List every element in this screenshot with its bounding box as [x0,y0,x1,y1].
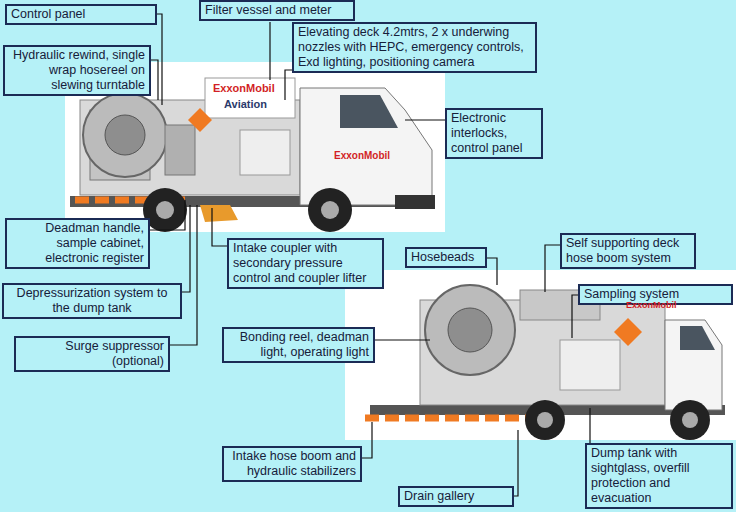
brand-label: ExxonMobil [213,82,275,94]
truck-two-part [537,412,553,428]
leader-lines-part [212,208,227,246]
leader-lines-part [362,422,372,458]
callout-box: Dump tank with sightglass, overfill prot… [585,443,733,509]
callout-text: Surge suppressor (optional) [20,339,164,369]
truck-one-part [83,93,167,177]
callout-text: Control panel [11,7,151,22]
truck-two-part [680,326,715,350]
callout-text: Depressurization system to the dump tank [8,286,176,316]
callout-box: Bonding reel, deadman light, operating l… [222,327,375,363]
callout-box: Elevating deck 4.2mtrs, 2 x underwing no… [292,22,537,73]
leader-lines [150,14,590,496]
callout-box: Electronic interlocks, control panel [445,108,543,159]
callout-box: Surge suppressor (optional) [14,336,170,372]
callout-box: Depressurization system to the dump tank [2,283,182,319]
leader-lines-part [182,205,190,292]
callout-box: Intake coupler with secondary pressure c… [227,238,384,289]
truck-one-part [308,188,352,232]
callout-text: Sampling system [584,287,727,302]
truck-one-part [165,125,195,175]
truck-two [345,270,736,440]
truck-two-part [682,412,698,428]
truck-two-part [345,270,736,440]
callout-text: Intake coupler with secondary pressure c… [233,241,378,286]
callout-box: Intake hose boom and hydraulic stabilize… [222,446,362,482]
callout-text: Elevating deck 4.2mtrs, 2 x underwing no… [298,25,531,70]
truck-two-part [448,308,492,352]
callout-text: Self supporting deck hose boom system [566,236,690,266]
truck-one-part [240,130,290,175]
truck-one-part [395,195,435,209]
truck-one-part [321,201,339,219]
leader-lines-part [151,60,158,100]
leader-lines-part [285,70,292,100]
callout-box: Filter vessel and meter [199,0,355,21]
truck-two-part [665,320,722,410]
truck-one-part [300,88,432,205]
truck-one-part [340,95,398,128]
truck-one-part [205,78,295,118]
callout-box: Deadman handle, sample cabinet, electron… [5,218,150,269]
callout-box: Control panel [5,4,157,25]
truck-one-part [200,205,238,222]
truck-two-part [425,285,515,375]
callout-text: Dump tank with sightglass, overfill prot… [591,446,727,506]
callout-text: Drain gallery [404,489,508,504]
callout-box: Self supporting deck hose boom system [560,233,696,269]
brand-label: Aviation [224,98,267,110]
callout-text: Electronic interlocks, control panel [451,111,537,156]
callout-box: Drain gallery [398,486,514,507]
leader-lines-part [487,258,497,285]
truck-one-part [105,115,145,155]
callout-text: Bonding reel, deadman light, operating l… [228,330,369,360]
truck-one-part [188,108,212,132]
truck-two-part [614,318,642,346]
callout-text: Hydraulic rewind, single wrap hosereel o… [9,48,145,93]
truck-two-part [525,400,565,440]
callout-box: Hydraulic rewind, single wrap hosereel o… [3,45,151,96]
callout-text: Hosebeads [411,250,481,265]
callout-text: Filter vessel and meter [205,3,349,18]
truck-two-part [560,340,620,390]
leader-lines-part [375,339,430,340]
leader-lines-part [514,430,518,496]
truck-one-part [156,201,174,219]
callout-text: Intake hose boom and hydraulic stabilize… [228,449,356,479]
leader-lines-part [269,22,270,80]
truck-two-part [670,400,710,440]
leader-lines-part [150,200,185,230]
callout-text: Deadman handle, sample cabinet, electron… [11,221,144,266]
brand-label: ExxonMobil [334,150,390,161]
leader-lines-part [405,119,445,120]
leader-lines-part [545,245,560,292]
brand-label: ExxonMobil [626,300,677,310]
callout-box: Hosebeads [405,247,487,268]
leader-lines-part [589,408,590,443]
leader-lines-part [170,205,197,345]
